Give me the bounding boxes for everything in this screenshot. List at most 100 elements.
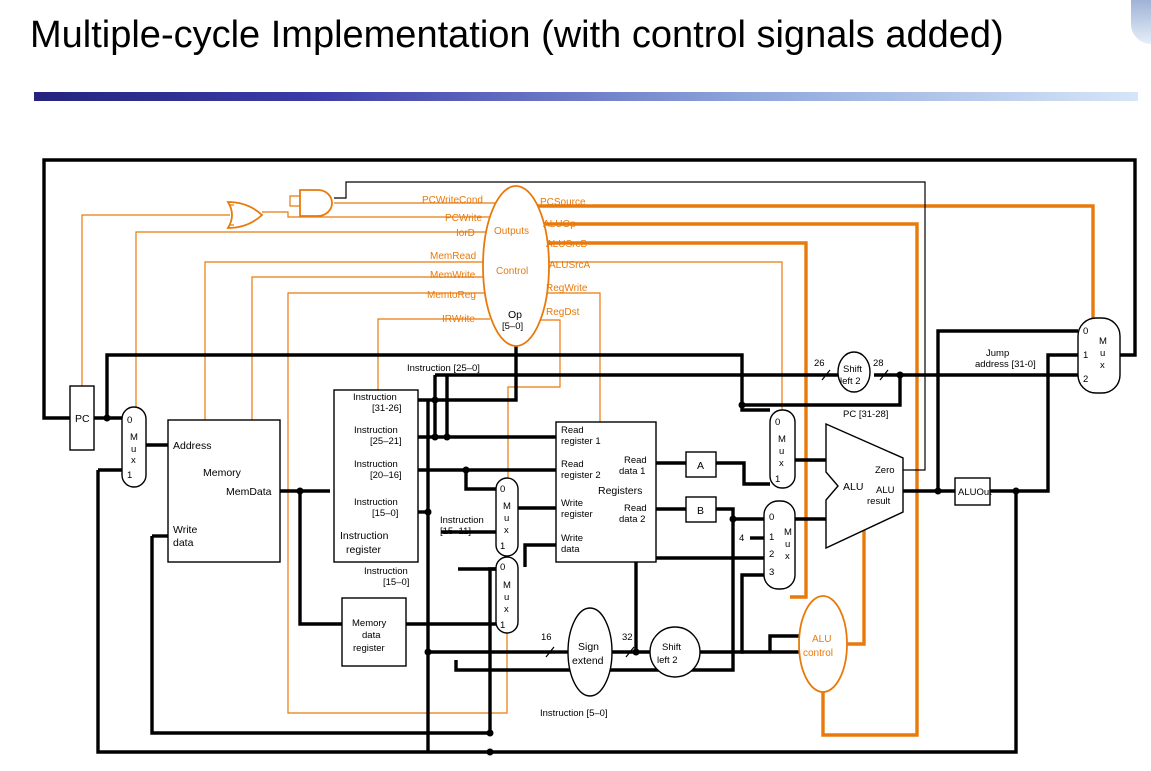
svg-text:[15–11]: [15–11]: [440, 526, 471, 537]
svg-text:Instruction: Instruction: [353, 392, 397, 403]
svg-text:Instruction: Instruction: [364, 566, 408, 577]
svg-text:2: 2: [769, 549, 774, 560]
svg-text:0: 0: [500, 484, 505, 495]
svg-text:ALUSrcB: ALUSrcB: [546, 239, 587, 250]
svg-text:u: u: [131, 444, 136, 455]
svg-text:M: M: [503, 580, 511, 591]
svg-text:x: x: [785, 551, 790, 562]
svg-text:Instruction [5–0]: Instruction [5–0]: [540, 708, 608, 719]
svg-text:data: data: [173, 537, 194, 549]
svg-text:Zero: Zero: [875, 465, 895, 476]
svg-text:Read: Read: [561, 459, 584, 470]
svg-text:ALU: ALU: [843, 481, 863, 493]
svg-text:MemData: MemData: [226, 486, 272, 498]
svg-text:Jump: Jump: [986, 348, 1009, 359]
mux-alusrcb: 0 1 2 3 M u x: [763, 500, 796, 590]
svg-text:1: 1: [127, 470, 132, 481]
data-wires: [42, 158, 1137, 754]
svg-text:control: control: [803, 648, 833, 659]
control-unit: Outputs Control Op [5–0]: [482, 185, 550, 347]
svg-text:Instruction: Instruction: [340, 530, 389, 542]
svg-text:Memory: Memory: [352, 618, 387, 629]
svg-text:u: u: [1100, 348, 1105, 359]
svg-text:1: 1: [500, 541, 505, 552]
svg-text:4: 4: [739, 533, 744, 544]
svg-text:0: 0: [127, 415, 132, 426]
svg-text:1: 1: [500, 620, 505, 631]
or-gate: [226, 201, 264, 229]
mux-regdst: 0 M u x 1: [495, 477, 519, 557]
svg-text:Shift: Shift: [662, 642, 681, 653]
pc-register: PC: [69, 385, 95, 451]
svg-text:MemWrite: MemWrite: [430, 270, 476, 281]
svg-text:Instruction: Instruction: [354, 497, 398, 508]
svg-text:0: 0: [1083, 326, 1088, 337]
svg-text:28: 28: [873, 358, 884, 369]
svg-text:ALUOut: ALUOut: [958, 487, 992, 498]
sign-extend: Sign extend: [567, 607, 613, 697]
svg-text:Outputs: Outputs: [494, 226, 529, 237]
svg-text:[15–0]: [15–0]: [383, 577, 409, 588]
mux-pcsource: 0 1 2 M u x: [1077, 317, 1121, 394]
svg-text:M: M: [1099, 336, 1107, 347]
junction-dots: [103, 371, 1020, 756]
svg-text:data 2: data 2: [619, 514, 645, 525]
svg-text:u: u: [504, 513, 509, 524]
svg-text:PCWrite: PCWrite: [445, 213, 482, 224]
svg-text:data 1: data 1: [619, 466, 645, 477]
svg-text:x: x: [1100, 360, 1105, 371]
svg-text:IorD: IorD: [456, 228, 475, 239]
control-wires: [81, 202, 1095, 737]
svg-text:Memory: Memory: [203, 467, 242, 479]
svg-text:u: u: [504, 592, 509, 603]
svg-text:register 2: register 2: [561, 470, 601, 481]
svg-text:IRWrite: IRWrite: [442, 314, 475, 325]
svg-text:ALU: ALU: [812, 634, 831, 645]
svg-text:PCSource: PCSource: [540, 197, 586, 208]
svg-text:M: M: [130, 432, 138, 443]
instruction-register: Instruction [31-26] Instruction [25–21] …: [333, 389, 419, 563]
control-signal-labels-left: PCWriteCond PCWrite IorD MemRead MemWrit…: [422, 195, 483, 325]
svg-text:3: 3: [769, 567, 774, 578]
svg-text:Write: Write: [561, 533, 583, 544]
svg-text:ALUOp: ALUOp: [543, 219, 576, 230]
svg-text:register: register: [346, 544, 382, 556]
svg-text:1: 1: [769, 532, 774, 543]
svg-text:B: B: [697, 505, 704, 517]
svg-text:result: result: [867, 496, 891, 507]
svg-text:32: 32: [622, 632, 633, 643]
aluout-register: ALUOut: [954, 477, 992, 506]
svg-text:2: 2: [1083, 374, 1088, 385]
svg-text:data: data: [561, 544, 580, 555]
svg-text:Read: Read: [624, 503, 647, 514]
svg-text:extend: extend: [572, 655, 604, 667]
svg-text:[20–16]: [20–16]: [370, 470, 402, 481]
control-signal-labels-right: PCSource ALUOp ALUSrcB ALUSrcA RegWrite …: [540, 197, 590, 318]
mux-memtoreg: 0 M u x 1: [495, 556, 519, 634]
svg-text:Instruction: Instruction: [354, 459, 398, 470]
svg-text:address [31-0]: address [31-0]: [975, 359, 1036, 370]
register-a: A: [685, 451, 717, 478]
svg-text:1: 1: [775, 474, 780, 485]
svg-text:x: x: [504, 525, 509, 536]
svg-text:0: 0: [775, 417, 780, 428]
corner-decoration: [1131, 0, 1151, 44]
svg-text:Op: Op: [508, 309, 522, 321]
title-underline-bar: [34, 92, 1138, 101]
svg-text:0: 0: [769, 512, 774, 523]
mux-iord: 0 M u x 1: [121, 406, 147, 488]
svg-text:M: M: [503, 501, 511, 512]
alu-control: ALU control: [798, 595, 848, 693]
memory-data-register: Memory data register: [341, 597, 407, 667]
svg-text:data: data: [362, 630, 381, 641]
memory-block: Address Memory MemData Write data: [167, 419, 281, 563]
svg-text:x: x: [131, 455, 136, 466]
svg-text:16: 16: [541, 632, 552, 643]
svg-text:x: x: [779, 458, 784, 469]
svg-text:[25–21]: [25–21]: [370, 436, 402, 447]
svg-text:26: 26: [814, 358, 825, 369]
svg-text:[5–0]: [5–0]: [502, 321, 523, 332]
svg-text:Instruction: Instruction: [440, 515, 484, 526]
slide-title: Multiple-cycle Implementation (with cont…: [30, 14, 1004, 56]
